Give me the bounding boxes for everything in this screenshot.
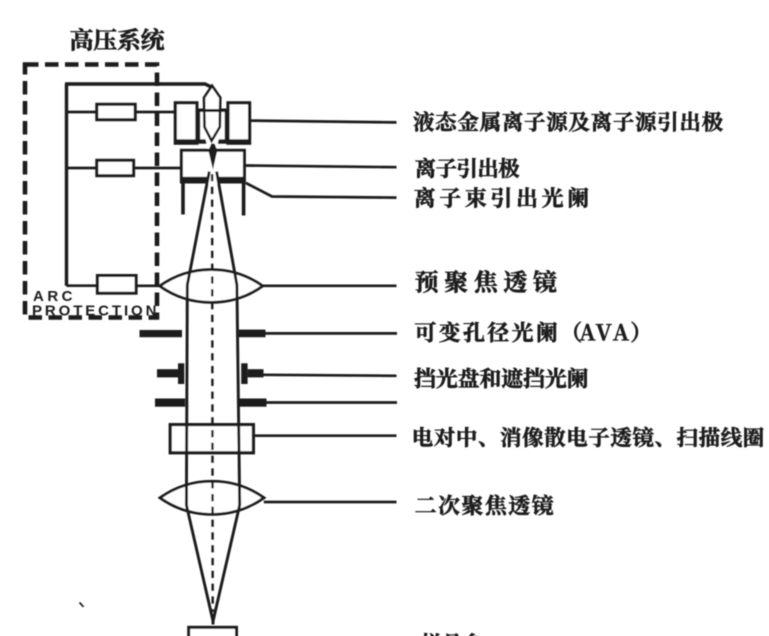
svg-text:PROTECTION: PROTECTION xyxy=(32,303,159,320)
svg-text:ARC: ARC xyxy=(33,288,76,305)
